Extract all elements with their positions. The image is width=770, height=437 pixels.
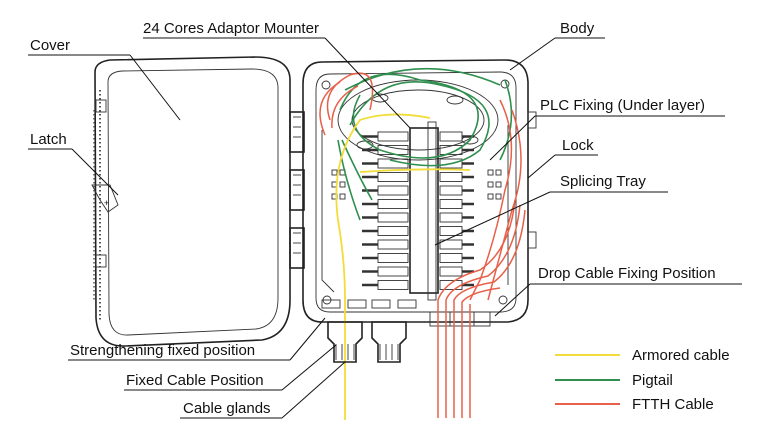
adaptor-right: [439, 280, 463, 290]
hinges: [289, 111, 305, 269]
label-fixed-cable: Fixed Cable Position: [126, 372, 264, 389]
adaptor-left: [377, 239, 409, 250]
legend-label-armored: Armored cable: [632, 347, 730, 364]
cable-glands: [321, 299, 417, 363]
adaptor-right: [439, 212, 463, 223]
adaptor-left: [377, 172, 409, 182]
adaptor-left: [377, 280, 409, 290]
adaptor-right: [439, 253, 463, 263]
label-group: 24 Cores Adaptor Mounter Body Cover PLC …: [28, 20, 742, 419]
armored-cable: [335, 113, 471, 420]
label-lock: Lock: [562, 137, 594, 154]
adaptor-left: [377, 253, 409, 263]
adaptor-right: [439, 185, 463, 196]
adaptor-left: [377, 266, 409, 277]
ftth-cables: [319, 72, 526, 418]
label-plc-fixing: PLC Fixing (Under layer): [540, 97, 705, 114]
pigtail-fibers: [337, 67, 513, 221]
label-body: Body: [560, 20, 595, 37]
label-splicing-tray: Splicing Tray: [560, 173, 646, 190]
label-strengthening: Strengthening fixed position: [70, 342, 255, 359]
legend-label-pigtail: Pigtail: [632, 372, 673, 389]
label-cover: Cover: [30, 37, 70, 54]
adaptor-right: [439, 131, 463, 142]
adaptor-left: [377, 131, 409, 142]
adaptor-left: [377, 212, 409, 223]
label-adaptor-mounter: 24 Cores Adaptor Mounter: [143, 20, 319, 37]
label-cable-glands: Cable glands: [183, 400, 271, 417]
adaptor-mounter: [362, 121, 474, 301]
adaptor-left: [377, 185, 409, 196]
box-body: [302, 59, 537, 327]
adaptor-right: [439, 172, 463, 182]
adaptor-left: [377, 199, 409, 209]
adaptor-right: [439, 266, 463, 277]
adaptor-right: [439, 199, 463, 209]
legend-label-ftth: FTTH Cable: [632, 396, 714, 413]
cover-door: +: [91, 56, 291, 347]
svg-text:+: +: [104, 198, 109, 208]
adaptor-left: [377, 226, 409, 236]
legend: Armored cable Pigtail FTTH Cable: [555, 347, 730, 413]
label-drop-cable: Drop Cable Fixing Position: [538, 265, 716, 282]
label-latch: Latch: [30, 131, 67, 148]
